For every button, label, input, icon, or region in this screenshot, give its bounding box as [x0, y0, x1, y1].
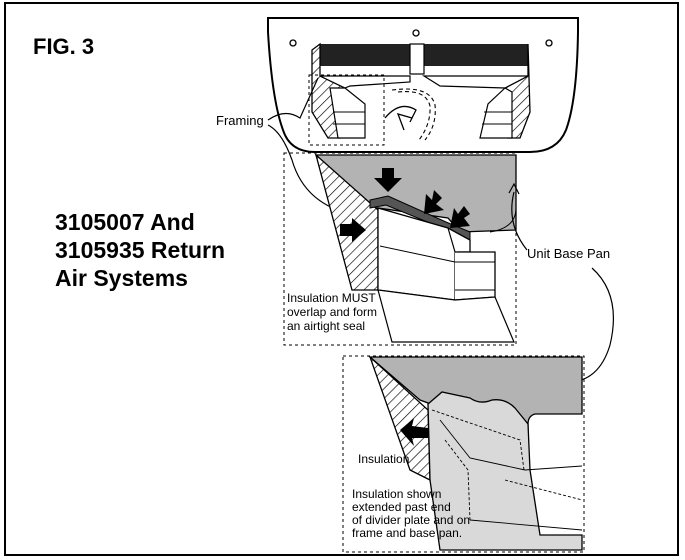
system-title-line: Air Systems	[55, 265, 188, 291]
arrow-icon	[424, 190, 444, 214]
return-air-grille	[267, 17, 579, 153]
seal-note: Insulation MUST overlap and form an airt…	[287, 291, 377, 333]
insulation-callout: Insulation	[358, 452, 410, 466]
system-title: 3105007 And 3105935 Return Air Systems	[55, 208, 225, 292]
seal-note-line: overlap and form	[287, 305, 378, 319]
insulation-note-line: extended past end	[352, 500, 451, 514]
right-duct-opening	[424, 44, 528, 66]
seal-note-line: an airtight seal	[287, 319, 366, 333]
screw-hole-icon	[545, 39, 553, 47]
seal-detail	[283, 152, 517, 346]
arrow-icon	[450, 206, 470, 228]
left-duct-opening	[320, 44, 410, 66]
insulation-note-line: Insulation shown	[352, 487, 442, 501]
insulation-shape	[427, 391, 583, 551]
arrow-icon	[374, 168, 402, 192]
screw-hole-icon	[289, 39, 297, 47]
figure-label: FIG. 3	[33, 34, 95, 59]
insulation-note-line: frame and base pan.	[352, 526, 463, 540]
system-title-line: 3105007 And	[55, 209, 195, 235]
insulation-detail	[342, 355, 585, 553]
insulation-note-line: of divider plate and on	[352, 513, 471, 527]
screw-hole-icon	[412, 29, 420, 37]
insulation-note: Insulation shown extended past end of di…	[352, 488, 470, 540]
framing-callout: Framing	[216, 113, 264, 128]
arrow-icon	[400, 418, 428, 446]
seal-note-line: Insulation MUST	[287, 291, 376, 305]
system-title-line: 3105935 Return	[55, 237, 226, 263]
unit-base-pan-callout: Unit Base Pan	[527, 246, 611, 261]
arrow-icon	[340, 218, 366, 242]
